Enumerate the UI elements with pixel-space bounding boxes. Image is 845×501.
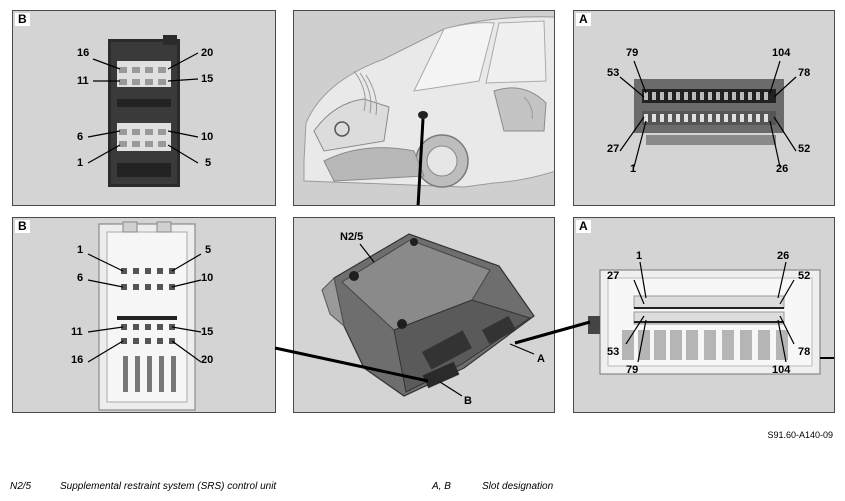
- pin-label-53: 53: [607, 346, 620, 358]
- panel-connector-a-bottom: A 1 26 27 52 53 78 79 104: [573, 217, 835, 413]
- pin-label-10: 10: [201, 131, 214, 143]
- panel-connector-b-bottom: B 1 5 6 10 11 15 16 20: [12, 217, 276, 413]
- pin-label-79: 79: [626, 364, 639, 376]
- pin-label-1: 1: [77, 157, 84, 169]
- slot-label: B: [15, 220, 30, 233]
- pin-label-6: 6: [77, 131, 84, 143]
- pin-label-27: 27: [607, 270, 620, 282]
- slot-label: A: [576, 13, 591, 26]
- pin-label-52: 52: [798, 143, 811, 155]
- connector-a-face-illustration: [588, 261, 834, 375]
- connector-b-face-illustration: [87, 221, 202, 411]
- pin-label-16: 16: [71, 354, 84, 366]
- legend-text-slot: Slot designation: [482, 481, 554, 492]
- pin-label-26: 26: [777, 250, 790, 262]
- srs-control-unit-illustration: [321, 233, 535, 397]
- pin-label-5: 5: [205, 244, 212, 256]
- pin-label-53: 53: [607, 67, 620, 79]
- legend-code-n2-5: N2/5: [10, 481, 32, 492]
- pin-label-5: 5: [205, 157, 212, 169]
- connector-a-rear-illustration: [619, 60, 797, 168]
- legend-text-n2-5: Supplemental restraint system (SRS) cont…: [60, 481, 277, 492]
- panel-connector-a-top: A 79 104 53 78 27 52 1 26: [573, 10, 835, 206]
- pin-label-15: 15: [201, 73, 214, 85]
- pin-label-11: 11: [71, 326, 83, 338]
- panel-connector-b-top: B 16 20 11 15 6 10 1 5: [12, 10, 276, 206]
- plug-label-a: A: [537, 353, 545, 365]
- pin-label-11: 11: [77, 75, 89, 87]
- pin-label-27: 27: [607, 143, 620, 155]
- component-label-n2-5: N2/5: [340, 231, 364, 243]
- pin-label-26: 26: [776, 163, 789, 175]
- pin-label-1: 1: [636, 250, 643, 262]
- pin-label-15: 15: [201, 326, 214, 338]
- pin-label-20: 20: [201, 354, 214, 366]
- pin-label-1: 1: [77, 244, 84, 256]
- pin-label-6: 6: [77, 272, 84, 284]
- pin-label-79: 79: [626, 47, 639, 59]
- plug-label-b: B: [464, 395, 472, 407]
- pin-label-52: 52: [798, 270, 811, 282]
- pin-label-16: 16: [77, 47, 90, 59]
- panel-srs-control-unit: N2/5 A B: [293, 217, 555, 413]
- pin-label-78: 78: [798, 346, 811, 358]
- pin-label-20: 20: [201, 47, 214, 59]
- pin-label-10: 10: [201, 272, 214, 284]
- slot-label: A: [576, 220, 591, 233]
- pin-label-1: 1: [630, 163, 637, 175]
- panel-vehicle-location: [293, 10, 555, 206]
- slot-label: B: [15, 13, 30, 26]
- pin-label-104: 104: [772, 47, 791, 59]
- pin-label-78: 78: [798, 67, 811, 79]
- connector-b-rear-illustration: [87, 35, 199, 187]
- pin-label-104: 104: [772, 364, 791, 376]
- legend-code-slot: A, B: [432, 481, 451, 492]
- figure-reference: S91.60-A140-09: [767, 430, 833, 440]
- vehicle-illustration: [294, 11, 554, 205]
